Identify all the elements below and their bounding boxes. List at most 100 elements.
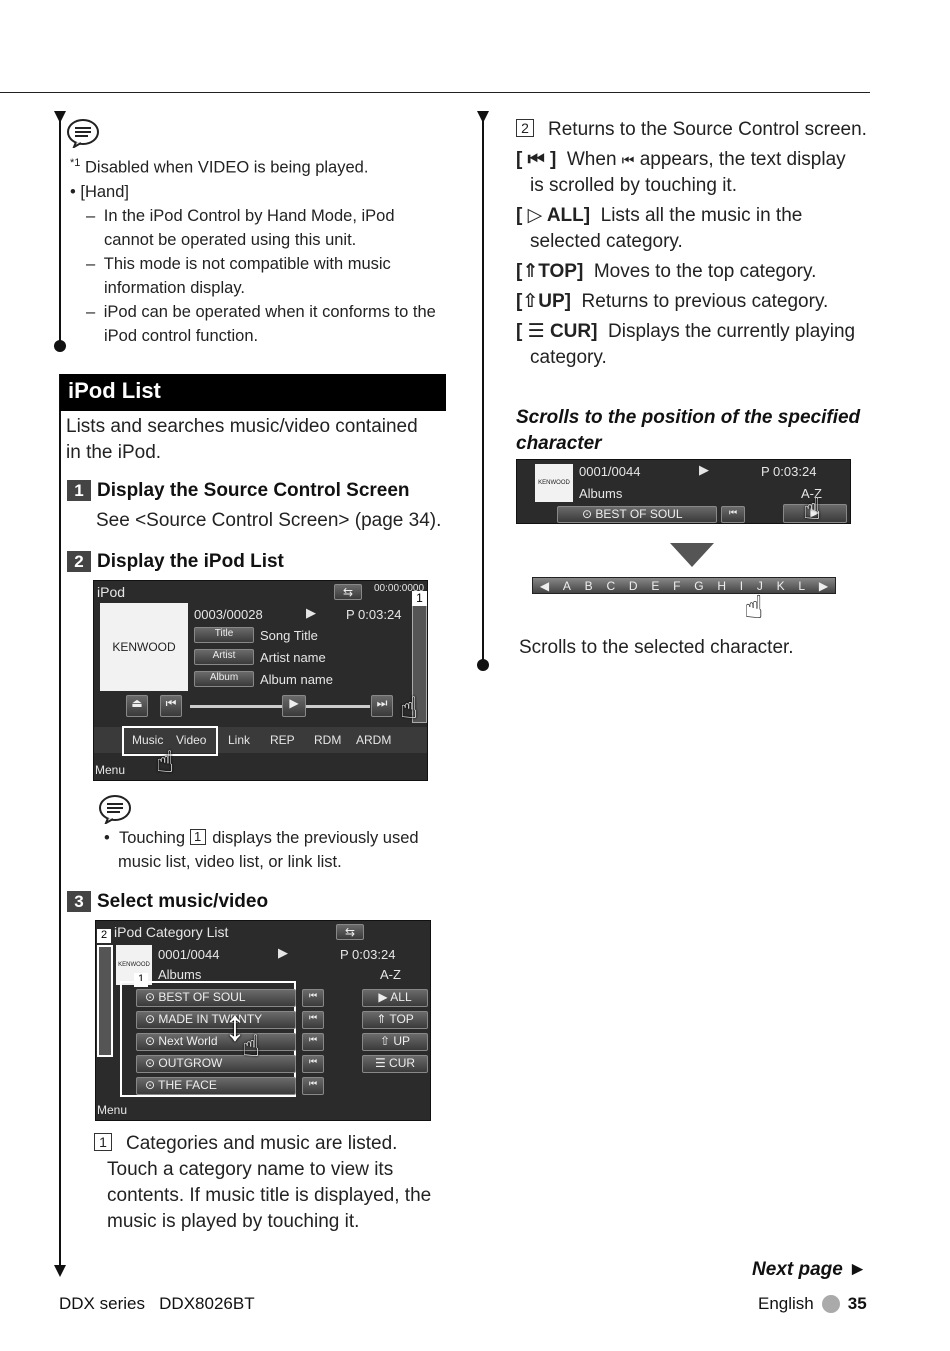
category-item[interactable]: ⊙ MADE IN TWENTY: [136, 1011, 296, 1029]
scroll-text-button[interactable]: ⏮: [302, 989, 324, 1007]
scroll-text-button[interactable]: ⏮: [302, 1055, 324, 1073]
screen1-time: P 0:03:24: [346, 607, 402, 622]
row-label-album: Album: [194, 671, 254, 687]
left-main-line: [59, 374, 61, 1272]
note2-box: 1: [189, 829, 206, 845]
scroll-heading: Scrolls to the position of the specified…: [516, 407, 861, 454]
screen1-play-icon: ▶: [306, 605, 316, 620]
drag-arrow-icon: ↕: [224, 1001, 246, 1050]
all-button[interactable]: ▶ ALL: [362, 989, 428, 1007]
scroll-text-button[interactable]: ⏮: [721, 506, 745, 523]
cur-button[interactable]: ☰ CUR: [362, 1055, 428, 1073]
section-title: iPod List: [60, 374, 446, 411]
screen2-callout-1: 1: [134, 973, 148, 987]
next-track-button[interactable]: ⏭: [371, 695, 393, 717]
step-3-number: 3: [67, 891, 91, 912]
rdm-button[interactable]: RDM: [314, 733, 342, 747]
scroll-label: [ ⏮ ]: [516, 149, 557, 170]
alpha-letter: A: [562, 578, 571, 593]
page-circle-icon: [821, 1295, 840, 1313]
screen2-back-button[interactable]: ⇆: [336, 924, 364, 940]
dash-2-line-1: This mode is not compatible with music: [103, 254, 391, 273]
ipod-control-screen: iPod ⇆ 00:00:0000 KENWOOD 0003/00028 ▶ P…: [93, 580, 428, 781]
note-block-1: *1 Disabled when VIDEO is being played. …: [70, 151, 450, 348]
category-item[interactable]: ⊙ THE FACE: [136, 1077, 296, 1095]
az-arrow-button[interactable]: ▶: [783, 504, 847, 523]
screen1-track: 0003/00028: [194, 607, 263, 622]
scroll-text-button[interactable]: ⏮: [302, 1033, 324, 1051]
play-button[interactable]: ▶: [282, 695, 306, 717]
row-value-title: Song Title: [260, 628, 318, 643]
screen1-title: iPod: [97, 584, 126, 600]
footer-page: English 35: [758, 1294, 867, 1314]
left-note-end-dot: [54, 340, 66, 352]
dash-1-line-2: cannot be operated using this unit.: [104, 230, 357, 249]
header-rule: [0, 92, 870, 93]
cur-icon: ☰: [527, 321, 545, 342]
step-1-number: 1: [67, 480, 91, 501]
prev-track-button[interactable]: ⏮: [160, 695, 182, 717]
category-item[interactable]: ⊙ BEST OF SOUL: [136, 989, 296, 1007]
right-end-dot: [477, 659, 489, 671]
alpha-letter: K: [776, 578, 785, 593]
footer-model: DDX series DDX8026BT: [59, 1294, 255, 1313]
alpha-letter: H: [717, 578, 726, 593]
row-label-title: Title: [194, 627, 254, 643]
touch-hand-icon: ☝: [744, 589, 764, 625]
screen1-back-button[interactable]: ⇆: [334, 584, 362, 600]
left-end-marker: [54, 1265, 66, 1277]
return-box: 2: [516, 119, 534, 137]
rep-button[interactable]: REP: [270, 733, 295, 747]
screen3-az[interactable]: A-Z: [801, 486, 822, 501]
alpha-letter: J: [756, 578, 763, 593]
progress-bar[interactable]: [190, 705, 370, 708]
music-button[interactable]: Music: [132, 733, 164, 747]
down-arrow-icon: [670, 543, 714, 567]
right-line: [482, 115, 484, 660]
screen2-az[interactable]: A-Z: [380, 967, 401, 982]
step-2-number: 2: [67, 551, 91, 572]
alpha-letter: L: [798, 578, 806, 593]
all-icon: ▷: [527, 205, 543, 226]
screen1-menu[interactable]: Menu: [95, 763, 126, 777]
alpha-letter: C: [606, 578, 616, 593]
hand-bullet: [Hand]: [80, 182, 129, 201]
screen2-time: P 0:03:24: [340, 947, 396, 962]
scroll-text-button[interactable]: ⏮: [302, 1077, 324, 1095]
screen2-return-bar[interactable]: [97, 945, 113, 1057]
intro-text: Lists and searches music/video contained…: [66, 416, 418, 463]
alpha-letter: G: [694, 578, 704, 593]
screen2-menu[interactable]: Menu: [97, 1103, 128, 1117]
eject-button[interactable]: ⏏: [126, 695, 148, 717]
footnote-text: Disabled when VIDEO is being played.: [85, 158, 369, 177]
screen2-callout-2: 2: [97, 929, 111, 943]
video-button[interactable]: Video: [176, 733, 207, 747]
footer-language: English: [758, 1294, 814, 1313]
screen3-item[interactable]: ⊙ BEST OF SOUL: [557, 506, 717, 523]
scroll-text-button[interactable]: ⏮: [302, 1011, 324, 1029]
up-button[interactable]: ⇧ UP: [362, 1033, 428, 1051]
ardm-button[interactable]: ARDM: [356, 733, 392, 747]
alphabet-bar[interactable]: ◀ A B C D E F G H I J K L ▶: [532, 577, 836, 594]
row-label-artist: Artist: [194, 649, 254, 665]
alpha-letter: B: [584, 578, 593, 593]
screen2-play-icon: ▶: [278, 945, 288, 960]
alpha-left-arrow-icon: ◀: [539, 578, 550, 593]
top-icon: ⇑: [522, 261, 539, 282]
top-button[interactable]: ⇑ TOP: [362, 1011, 428, 1029]
note-icon: [67, 119, 99, 148]
touch-hand-icon: ☝: [400, 692, 419, 725]
screen3-category: Albums: [579, 486, 623, 501]
screen2-title: iPod Category List: [114, 924, 229, 940]
touch-hand-icon: ☝: [156, 746, 175, 779]
category-item[interactable]: ⊙ OUTGROW: [136, 1055, 296, 1073]
category-item[interactable]: ⊙ Next World: [136, 1033, 296, 1051]
music-video-highlight: [122, 726, 218, 756]
screen2-track: 0001/0044: [158, 947, 220, 962]
note-icon: [99, 795, 131, 824]
link-button[interactable]: Link: [228, 733, 251, 747]
